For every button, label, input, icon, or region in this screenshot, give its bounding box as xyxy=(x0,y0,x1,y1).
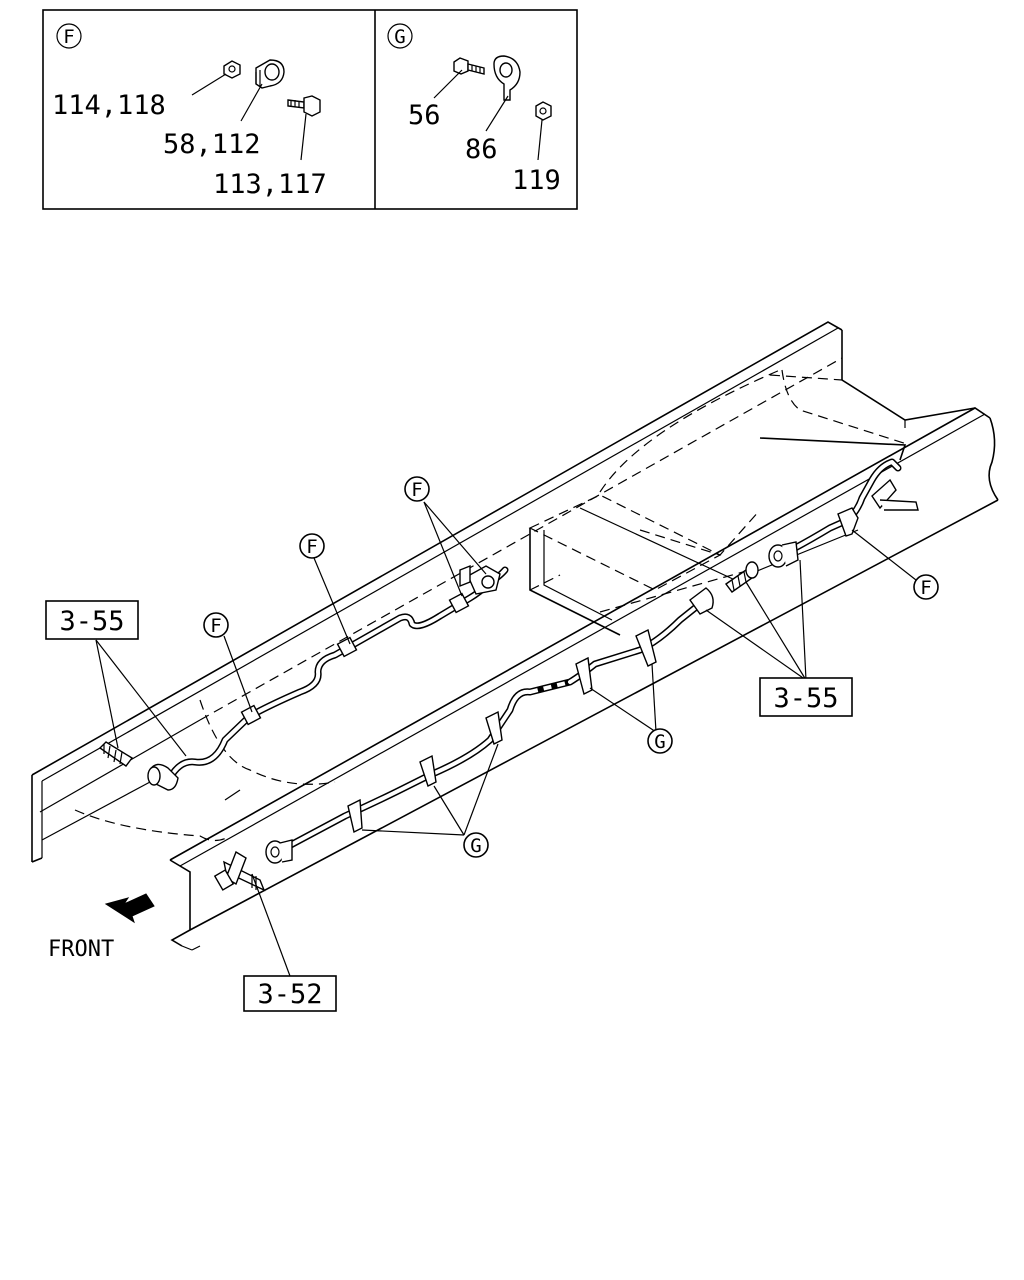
inset-g-label-a: 56 xyxy=(408,100,441,131)
inset-panel xyxy=(42,9,578,210)
inset-g-label-c: 119 xyxy=(512,165,561,196)
fitting-left-nipple xyxy=(98,741,134,767)
svg-text:G: G xyxy=(654,731,665,753)
fitting-mid-nipple xyxy=(725,561,759,593)
svg-text:3-52: 3-52 xyxy=(257,979,322,1010)
clamp-g xyxy=(347,628,657,834)
inset-f-label-b: 58,112 xyxy=(163,129,261,160)
bolt-icon xyxy=(287,95,321,117)
ref-box-355-left: 3-55 xyxy=(45,600,139,640)
fitting-nut-front xyxy=(265,839,293,864)
bracket-right xyxy=(871,478,919,511)
inset-f-label-c: 113,117 xyxy=(213,169,327,200)
svg-text:F: F xyxy=(920,577,931,599)
inset-g: G 56 86 119 xyxy=(387,23,561,196)
callout-f-2: F xyxy=(299,533,325,559)
ref-box-355-right: 3-55 xyxy=(759,677,853,717)
fitting-tee xyxy=(213,850,266,892)
clamp-f xyxy=(240,507,859,726)
fitting-right-nut xyxy=(768,541,799,568)
svg-text:3-55: 3-55 xyxy=(773,683,838,714)
nut-icon xyxy=(223,60,241,79)
svg-text:G: G xyxy=(394,26,405,48)
svg-text:F: F xyxy=(210,615,221,637)
inset-g-badge: G xyxy=(387,23,413,49)
callout-g-1: G xyxy=(647,728,673,754)
leader-lines xyxy=(95,501,917,977)
inset-f: F 114,118 58,112 113,117 xyxy=(52,23,327,200)
chassis-frame xyxy=(31,321,999,951)
callout-f-3: F xyxy=(404,476,430,502)
ref-box-352: 3-52 xyxy=(243,975,337,1012)
callout-g-2: G xyxy=(463,832,489,858)
fitting-left-elbow xyxy=(147,763,179,791)
lower-pipe xyxy=(281,458,902,852)
front-arrow-icon xyxy=(104,893,155,924)
svg-text:F: F xyxy=(411,479,422,501)
front-label: FRONT xyxy=(48,937,114,962)
svg-text:F: F xyxy=(306,536,317,558)
svg-text:3-55: 3-55 xyxy=(59,606,124,637)
callout-f-1: F xyxy=(203,612,229,638)
inset-g-label-b: 86 xyxy=(465,134,498,165)
fitting-upper-joint xyxy=(459,564,501,595)
nut-icon xyxy=(535,101,552,121)
inset-f-label-a: 114,118 xyxy=(52,90,166,121)
svg-text:G: G xyxy=(470,835,481,857)
svg-text:F: F xyxy=(63,26,74,48)
bolt-icon xyxy=(453,57,485,75)
callout-f-4: F xyxy=(913,574,939,600)
fitting-mid-nut xyxy=(689,587,714,615)
clip-icon xyxy=(493,55,521,101)
clip-icon xyxy=(255,59,285,89)
inset-f-badge: F xyxy=(56,23,82,49)
